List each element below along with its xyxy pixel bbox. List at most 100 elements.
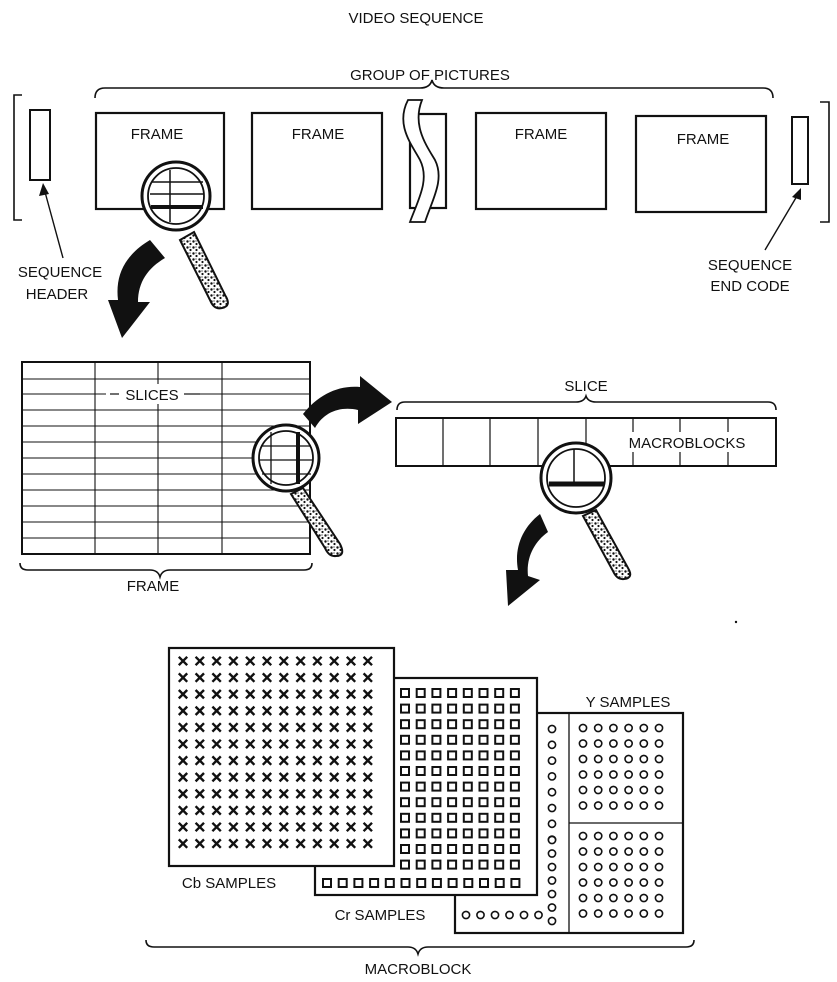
y-sample-dot [625,724,632,731]
cr-sample-square [495,783,503,791]
sequence-header-label-1: SEQUENCE [18,264,102,281]
y-sample-dot [491,911,498,918]
cr-sample-square [432,845,440,853]
y-sample-dot [595,755,602,762]
y-sample-dot [610,802,617,809]
cr-sample-square [401,689,409,697]
y-sample-dot [535,911,542,918]
y-sample-dot [548,836,555,843]
y-sample-dot [548,890,555,897]
cr-sample-square [417,845,425,853]
y-sample-dot [548,725,555,732]
cr-sample-square [448,783,456,791]
y-sample-dot [610,879,617,886]
cr-sample-square [464,783,472,791]
cr-sample-square [495,829,503,837]
header-pointer-head [39,183,49,196]
cr-sample-square [480,845,488,853]
y-sample-dot [610,848,617,855]
y-sample-dot [625,832,632,839]
cr-sample-square [480,767,488,775]
cr-samples-label: Cr SAMPLES [335,907,426,924]
cr-sample-square [448,720,456,728]
cr-sample-square [401,829,409,837]
cr-sample-square [448,751,456,759]
cr-sample-square [432,705,440,713]
y-sample-dot [625,848,632,855]
cr-sample-square [495,705,503,713]
cr-sample-square [401,798,409,806]
y-sample-dot [595,786,602,793]
frame-label: FRAME [127,578,180,595]
cr-sample-square [495,736,503,744]
y-sample-dot [610,755,617,762]
y-sample-dot [655,786,662,793]
y-sample-dot [595,910,602,917]
cb-samples-label: Cb SAMPLES [182,875,276,892]
y-sample-dot [595,848,602,855]
cr-sample-square [354,879,362,887]
cr-sample-square [401,767,409,775]
cr-sample-square [495,798,503,806]
y-sample-dot [625,879,632,886]
cr-sample-square [464,829,472,837]
y-sample-dot [625,755,632,762]
cr-sample-square [448,798,456,806]
cr-sample-square [480,879,488,887]
curved-arrow-2 [303,376,392,428]
y-sample-dot [579,771,586,778]
y-sample-dot [640,802,647,809]
curved-arrow-3 [506,514,548,606]
y-sample-dot [477,911,484,918]
cr-sample-square [495,720,503,728]
cr-sample-square [495,861,503,869]
y-sample-dot [610,863,617,870]
cr-sample-square [417,736,425,744]
frame-3-label: FRAME [515,126,568,143]
cr-sample-square [432,798,440,806]
y-sample-dot [548,850,555,857]
cr-sample-square [401,845,409,853]
y-sample-dot [655,724,662,731]
cr-sample-square [511,845,519,853]
y-sample-dot [640,863,647,870]
cr-sample-square [511,829,519,837]
cr-sample-square [511,751,519,759]
y-sample-dot [625,786,632,793]
end-code-pointer-head [792,188,801,200]
cr-sample-square [464,879,472,887]
frame-2-label: FRAME [292,126,345,143]
cr-sample-square [432,783,440,791]
header-pointer-line [45,192,63,258]
cr-sample-square [432,720,440,728]
cr-sample-square [417,767,425,775]
cr-sample-square [417,689,425,697]
y-sample-dot [640,724,647,731]
y-sample-dot [655,771,662,778]
y-sample-dot [625,802,632,809]
y-sample-dot [610,724,617,731]
cr-sample-square [417,814,425,822]
cr-sample-square [464,736,472,744]
y-sample-dot [640,771,647,778]
cr-sample-square [323,879,331,887]
cr-sample-square [417,705,425,713]
cr-sample-square [432,689,440,697]
y-sample-dot [595,863,602,870]
y-sample-dot [595,724,602,731]
cr-sample-square [449,879,457,887]
cr-sample-square [417,798,425,806]
cr-sample-square [480,814,488,822]
cr-sample-square [511,783,519,791]
end-code-pointer-line [765,196,797,250]
y-sample-dot [655,879,662,886]
y-sample-dot [625,863,632,870]
cr-sample-square [480,705,488,713]
y-sample-dot [625,910,632,917]
cr-sample-square [511,689,519,697]
y-sample-dot [548,904,555,911]
y-sample-dot [655,910,662,917]
y-sample-dot [655,894,662,901]
y-sample-dot [579,740,586,747]
